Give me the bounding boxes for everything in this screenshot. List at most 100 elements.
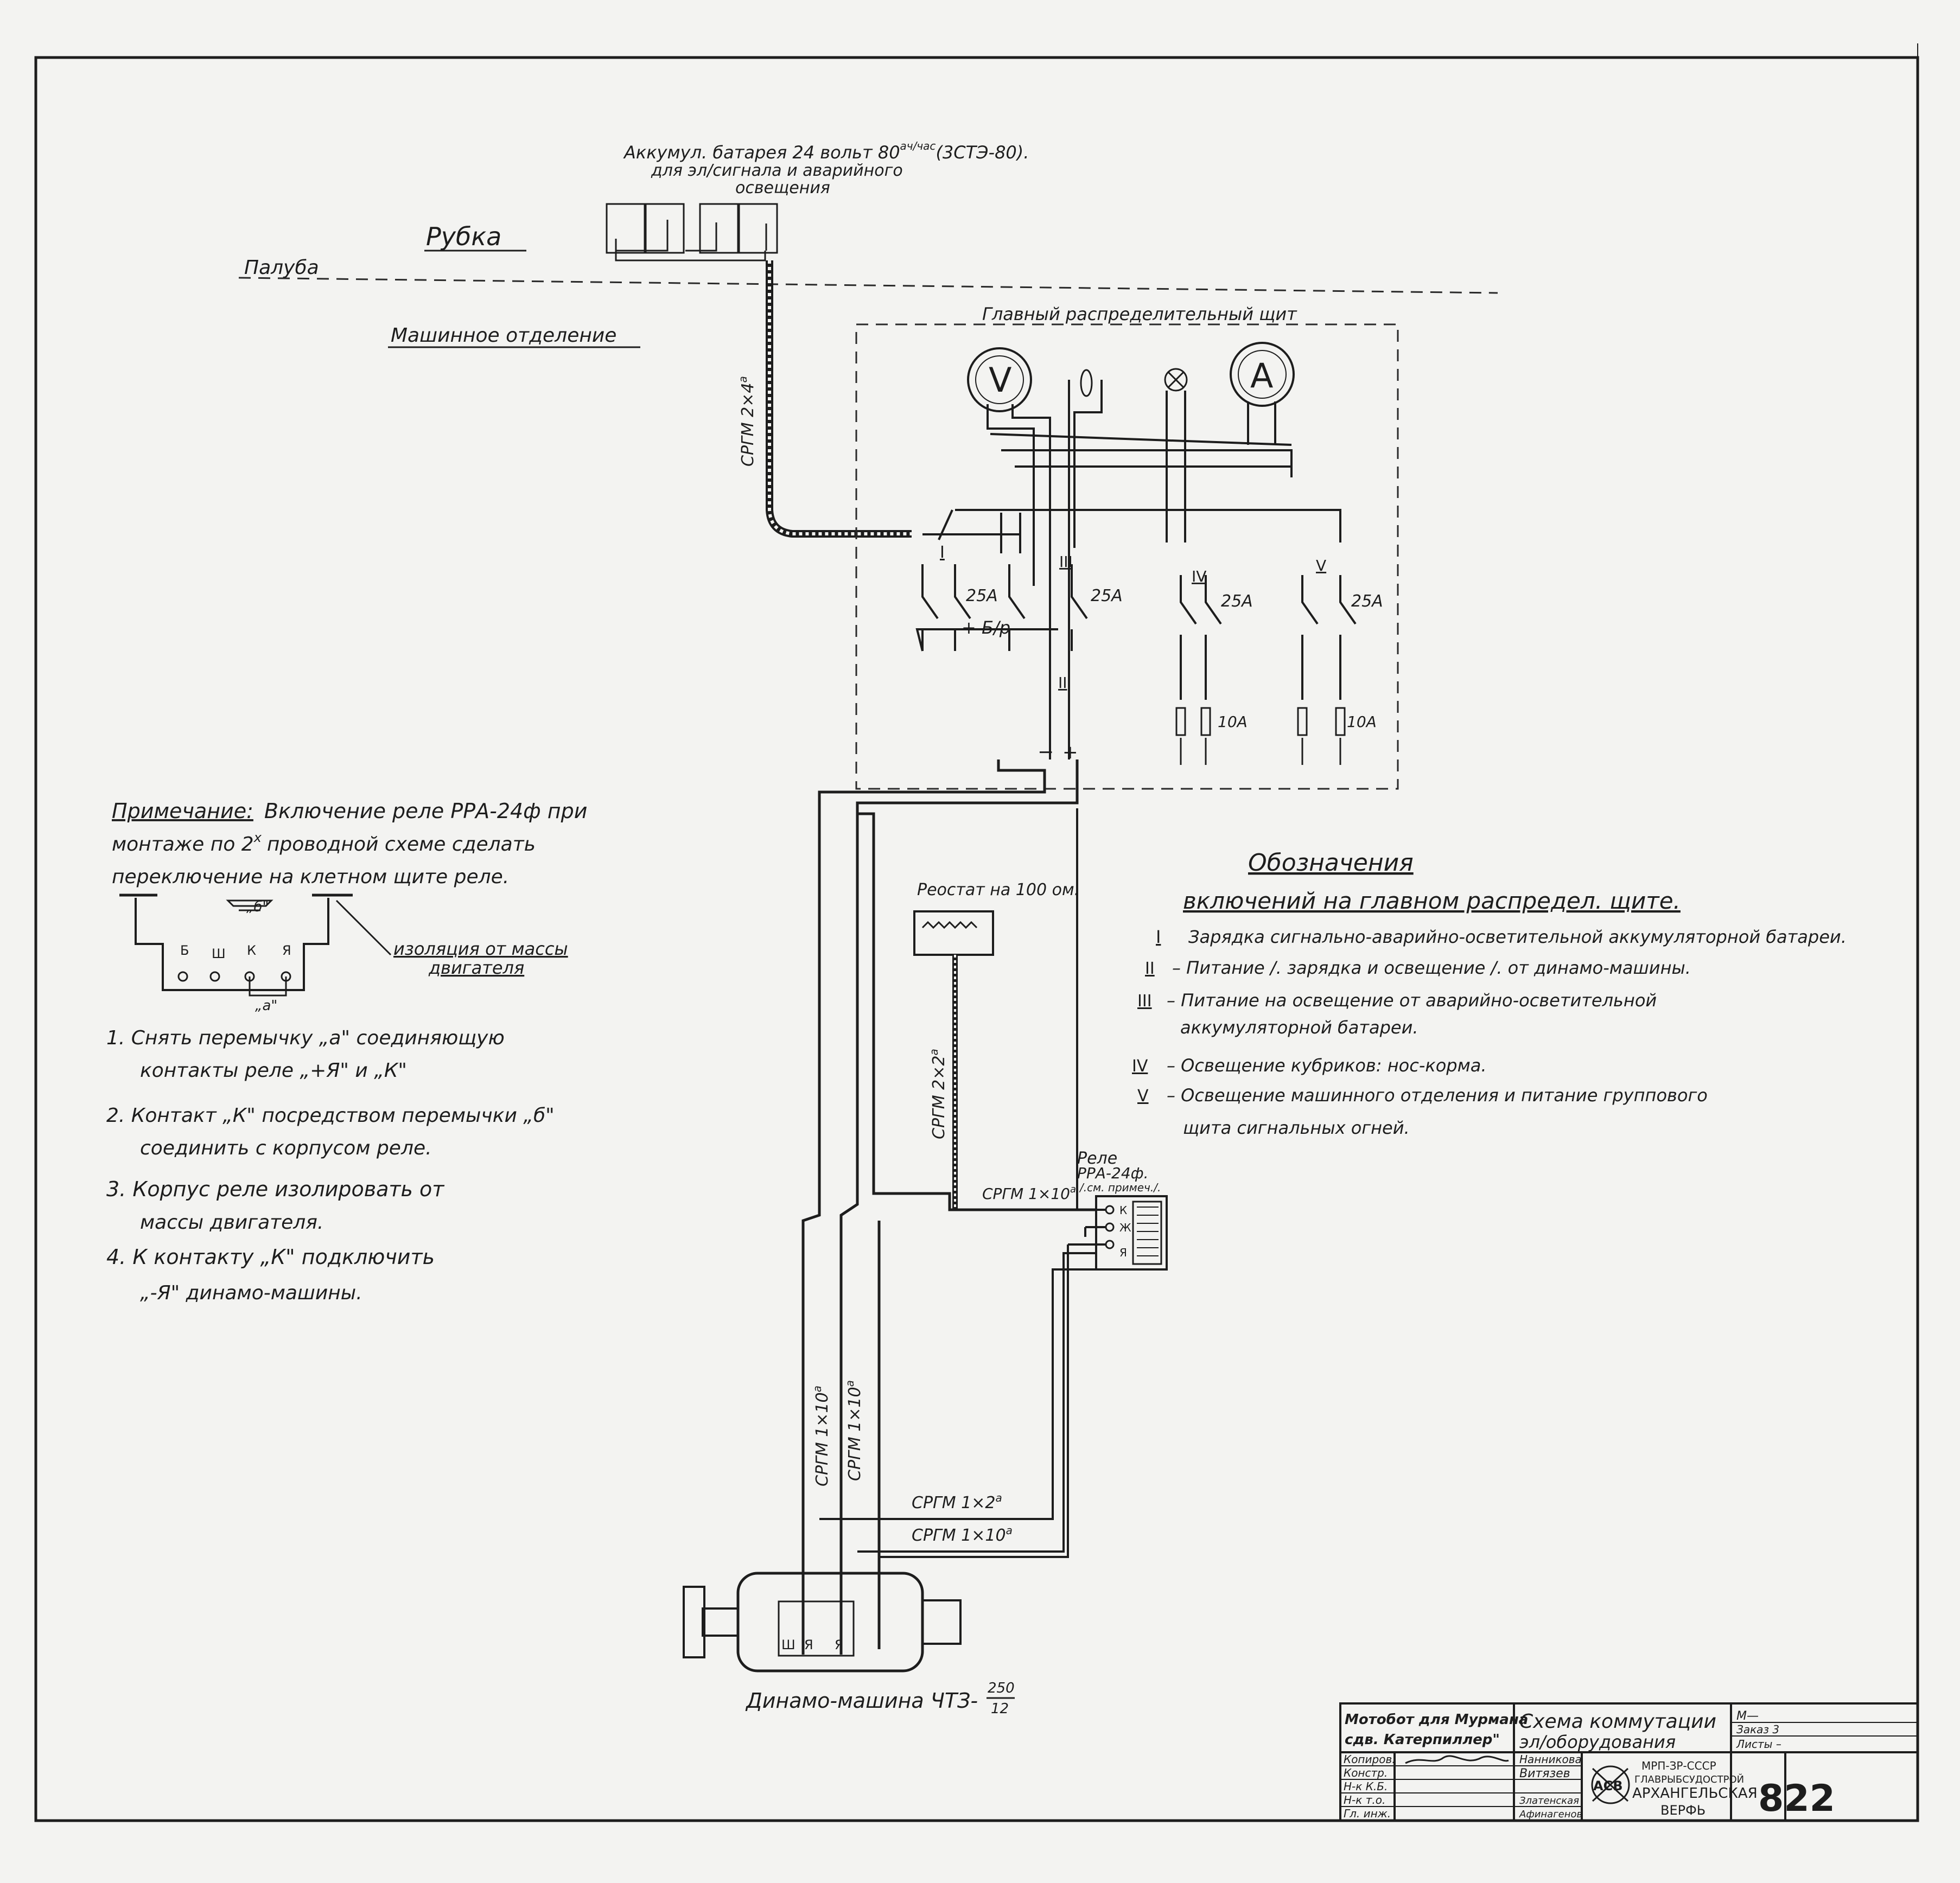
legend-title-2: включений на главном распредел. щите. xyxy=(1183,888,1681,914)
switch-label-II: II xyxy=(1058,674,1067,692)
legend-num-3: III xyxy=(1137,992,1152,1011)
note-line-3: переключение на клетном щите реле. xyxy=(112,866,509,888)
relay-leads xyxy=(1068,1209,1106,1246)
rheostat-return xyxy=(857,812,1096,1211)
asv-logo-ring xyxy=(1591,1765,1630,1804)
rheostat-cable-label: СРГМ 2×2a xyxy=(927,1049,949,1139)
note-item-2a: 2. Контакт „К" посредством перемычки „б" xyxy=(106,1105,555,1127)
battery-cable-braid xyxy=(768,260,912,535)
cable-1x2-label: СРГМ 1×2a xyxy=(912,1491,1002,1512)
legend-num-2: II xyxy=(1145,959,1155,978)
amp-25-2: 25А xyxy=(1091,586,1123,605)
accumulator-battery xyxy=(606,203,778,261)
deck-line xyxy=(238,277,1498,294)
switch-label-III: III xyxy=(1059,553,1073,571)
fuse-3 xyxy=(1297,707,1308,736)
note-terminal-2 xyxy=(209,971,220,982)
amp-25-3: 25А xyxy=(1221,592,1253,611)
battery-jumpers xyxy=(615,220,767,252)
legend-text-5: – Освещение машинного отделения и питани… xyxy=(1167,1085,1708,1106)
tb-signature xyxy=(1405,1755,1509,1764)
rheostat-body xyxy=(913,910,994,956)
dynamo-machine: Ш Я Я xyxy=(683,1572,962,1673)
bus-2 xyxy=(1001,449,1293,477)
relay-label-1: Реле xyxy=(1077,1149,1117,1168)
voltmeter: V xyxy=(967,347,1032,412)
relay-pin-2 xyxy=(1105,1222,1115,1232)
battery-cable-label: СРГМ 2×4a xyxy=(736,376,758,467)
tb-vessel-2: сдв. Катерпиллер" xyxy=(1345,1732,1500,1748)
legend-num-5: V xyxy=(1137,1087,1149,1106)
note-iso-1: изоляция от массы xyxy=(393,939,568,959)
dynamo-pin-ya-1: Я xyxy=(804,1637,813,1652)
fuse-element xyxy=(1080,369,1093,397)
bus-5 xyxy=(1131,509,1341,542)
relay-pin-zh: Ж xyxy=(1119,1221,1131,1234)
note-jumper-a-icon xyxy=(249,976,287,997)
amp-25-1: 25А xyxy=(966,586,998,605)
tb-role-4: Н-к т.о. xyxy=(1344,1793,1385,1807)
dynamo-shaft xyxy=(702,1607,739,1637)
voltmeter-face xyxy=(975,355,1024,404)
note-terminal-1 xyxy=(177,971,188,982)
relay-wiring xyxy=(878,808,1086,1562)
tb-org-1: МРП-ЗР-СССР xyxy=(1641,1759,1716,1772)
dynamo-frac-top: 250 xyxy=(988,1680,1015,1696)
tb-name-1: Нанникова xyxy=(1519,1753,1582,1766)
dynamo-pin-sh: Ш xyxy=(781,1637,796,1652)
breaker-5 xyxy=(1180,575,1197,700)
asv-logo: АСВ xyxy=(1591,1765,1630,1804)
note-item-4b: „-Я" динамо-машины. xyxy=(140,1282,362,1304)
rheostat-coil xyxy=(921,921,978,929)
tb-doc-2: эл/оборудования xyxy=(1519,1732,1676,1752)
tb-name-5: Афинагенов xyxy=(1519,1809,1582,1820)
note-jumper-a: „а" xyxy=(255,998,277,1014)
battery-cell-3 xyxy=(699,203,739,254)
note-jumper-b: „б" xyxy=(246,899,269,915)
legend-text-1: Зарядка сигнально-аварийно-осветительной… xyxy=(1188,927,1847,947)
dynamo-endcap xyxy=(921,1599,962,1645)
terminal-plus: + xyxy=(1062,742,1078,763)
ammeter-symbol: A xyxy=(1250,356,1273,395)
note-iso-2: двигателя xyxy=(428,958,524,978)
note-item-4a: 4. К контакту „К" подключить xyxy=(106,1245,435,1269)
legend-text-4: – Освещение кубриков: нос-корма. xyxy=(1167,1055,1487,1076)
ammeter-face xyxy=(1238,350,1287,399)
indicator-lamp xyxy=(1164,368,1188,392)
note-relay-outline xyxy=(135,898,329,991)
tb-m: М— xyxy=(1736,1709,1759,1723)
cable-1x2-run xyxy=(819,1268,1096,1520)
relay-body xyxy=(1095,1195,1168,1271)
legend-block: Обозначения включений на главном распред… xyxy=(1132,849,1847,1138)
note-item-1a: 1. Снять перемычку „а" соединяющую xyxy=(106,1027,505,1049)
title-block xyxy=(1339,1702,1919,1822)
feeder-minus xyxy=(801,759,1046,1655)
relay-label-2: РРА-24ф. xyxy=(1077,1164,1149,1182)
rheostat-label: Реостат на 100 ом. xyxy=(917,880,1079,899)
breaker-1 xyxy=(921,564,939,651)
note-pin-sh: Ш xyxy=(212,946,226,961)
tb-doc-1: Схема коммутации xyxy=(1519,1710,1716,1733)
breaker-6 xyxy=(1205,575,1222,700)
feeders xyxy=(801,759,1096,1655)
note-item-3a: 3. Корпус реле изолировать от xyxy=(106,1177,445,1201)
voltmeter-symbol: V xyxy=(989,360,1011,400)
tb-org-3: АРХАНГЕЛЬСКАЯ xyxy=(1632,1785,1758,1802)
tb-role-3: Н-к К.Б. xyxy=(1344,1780,1388,1793)
asv-logo-text: АСВ xyxy=(1593,1778,1622,1793)
bus-1 xyxy=(990,433,1292,446)
switch-label-V: V xyxy=(1316,557,1326,575)
note-line-1: Примечание:Включение реле РРА-24ф при xyxy=(112,799,587,823)
amp-10-1: 10А xyxy=(1218,713,1248,731)
tb-role-2: Констр. xyxy=(1344,1766,1388,1779)
tb-name-2: Витязев xyxy=(1519,1767,1570,1780)
amp-25-4: 25А xyxy=(1351,592,1383,611)
tb-listy: Листы – xyxy=(1736,1738,1781,1751)
battery-cell-1 xyxy=(606,203,646,254)
tb-org-2: ГЛАВРЫБСУДОСТРОЙ xyxy=(1634,1773,1744,1785)
battery-label: Аккумул. батарея 24 вольт 80ач/час(3СТЭ-… xyxy=(623,139,1029,197)
label-bp: + Б/р xyxy=(962,617,1010,638)
tb-org-4: ВЕРФЬ xyxy=(1660,1803,1706,1818)
